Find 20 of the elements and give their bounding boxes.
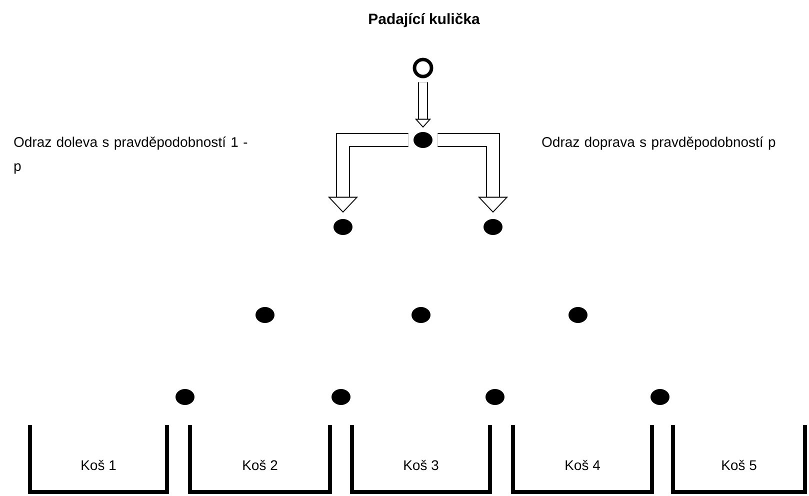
ball <box>412 58 434 78</box>
title: Padající kulička <box>369 12 480 28</box>
peg <box>176 389 194 405</box>
peg <box>412 307 430 323</box>
peg <box>484 219 502 235</box>
arrow-label: Odraz doleva s pravděpodobností 1 - p <box>14 136 248 174</box>
bin: Koš 1 <box>28 425 169 494</box>
peg <box>334 219 352 235</box>
bin: Koš 2 <box>188 425 332 494</box>
arrow-label: Odraz doprava s pravděpodobností p <box>542 136 776 150</box>
peg <box>332 389 350 405</box>
bin: Koš 3 <box>350 425 492 494</box>
peg <box>414 132 432 148</box>
bin: Koš 4 <box>511 425 654 494</box>
peg <box>568 307 588 323</box>
peg <box>256 307 274 323</box>
bin: Koš 5 <box>671 425 807 494</box>
peg <box>486 389 504 405</box>
peg <box>650 389 670 405</box>
hollow-arrow <box>438 133 508 213</box>
